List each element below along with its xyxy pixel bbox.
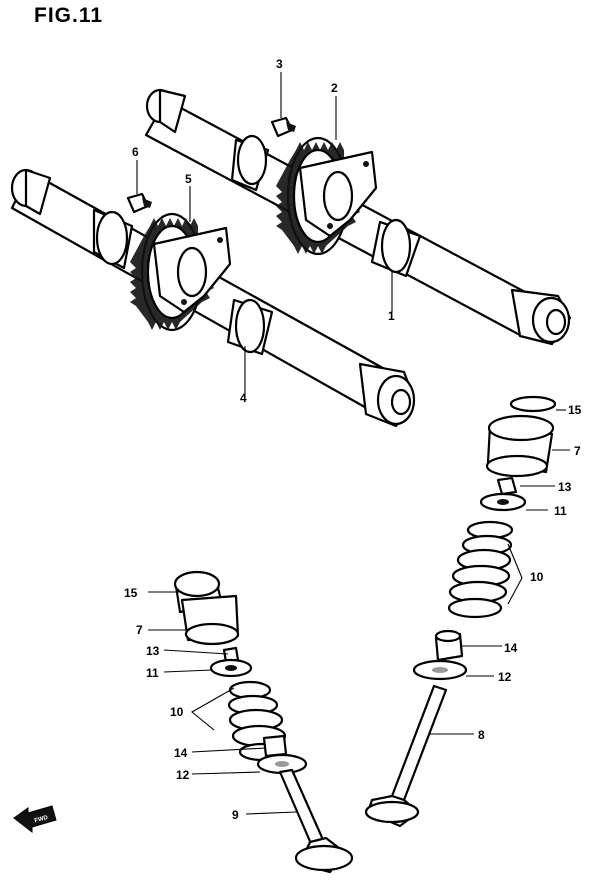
callout-11-right: 11	[554, 504, 567, 518]
tappet-7-left	[180, 594, 240, 646]
cam-sprocket-2	[276, 136, 378, 256]
callout-15-right: 15	[568, 403, 582, 417]
callout-8: 8	[478, 728, 485, 742]
callout-4: 4	[240, 391, 247, 405]
callout-13-right: 13	[558, 480, 572, 494]
cotter-13-right	[496, 476, 518, 496]
callout-2: 2	[331, 81, 338, 95]
callout-11-left: 11	[146, 666, 159, 680]
bolt-3	[270, 116, 296, 138]
callout-10-left: 10	[170, 705, 184, 719]
callout-13-left: 13	[146, 644, 160, 658]
valve-8-exhaust	[364, 684, 448, 828]
callout-12-right: 12	[498, 670, 512, 684]
valve-9-intake	[278, 768, 354, 874]
spring-seat-12-right	[412, 659, 468, 681]
callout-14-right: 14	[504, 641, 518, 655]
callout-10-right: 10	[530, 570, 544, 584]
forward-arrow: FWD	[13, 805, 57, 834]
callout-6: 6	[132, 145, 139, 159]
retainer-11-right	[479, 492, 527, 512]
callout-5: 5	[185, 172, 192, 186]
callout-15-left: 15	[124, 586, 138, 600]
forward-arrow-label: FWD	[34, 815, 49, 825]
callout-labels: 3 2 6 5 1 4 15 7 13 11 10 14 12 8 15 7 1…	[124, 57, 582, 822]
shim-15-right	[509, 395, 557, 413]
callout-3: 3	[276, 57, 283, 71]
bolt-6	[126, 192, 152, 214]
callout-7-left: 7	[136, 623, 143, 637]
callout-14-left: 14	[174, 746, 188, 760]
figure-title: FIG.11	[34, 4, 104, 27]
callout-1: 1	[388, 309, 395, 323]
spring-seat-12-left	[256, 753, 308, 775]
leader-lines	[136, 72, 570, 815]
callout-9: 9	[232, 808, 239, 822]
seal-14-left	[262, 734, 288, 758]
callout-7-right: 7	[574, 444, 581, 458]
spring-10-right	[447, 520, 514, 619]
retainer-11-left	[209, 658, 253, 678]
seal-14-right	[434, 629, 464, 662]
callout-12-left: 12	[176, 768, 190, 782]
cam-sprocket-5	[130, 212, 232, 332]
tappet-7-right	[485, 414, 555, 478]
